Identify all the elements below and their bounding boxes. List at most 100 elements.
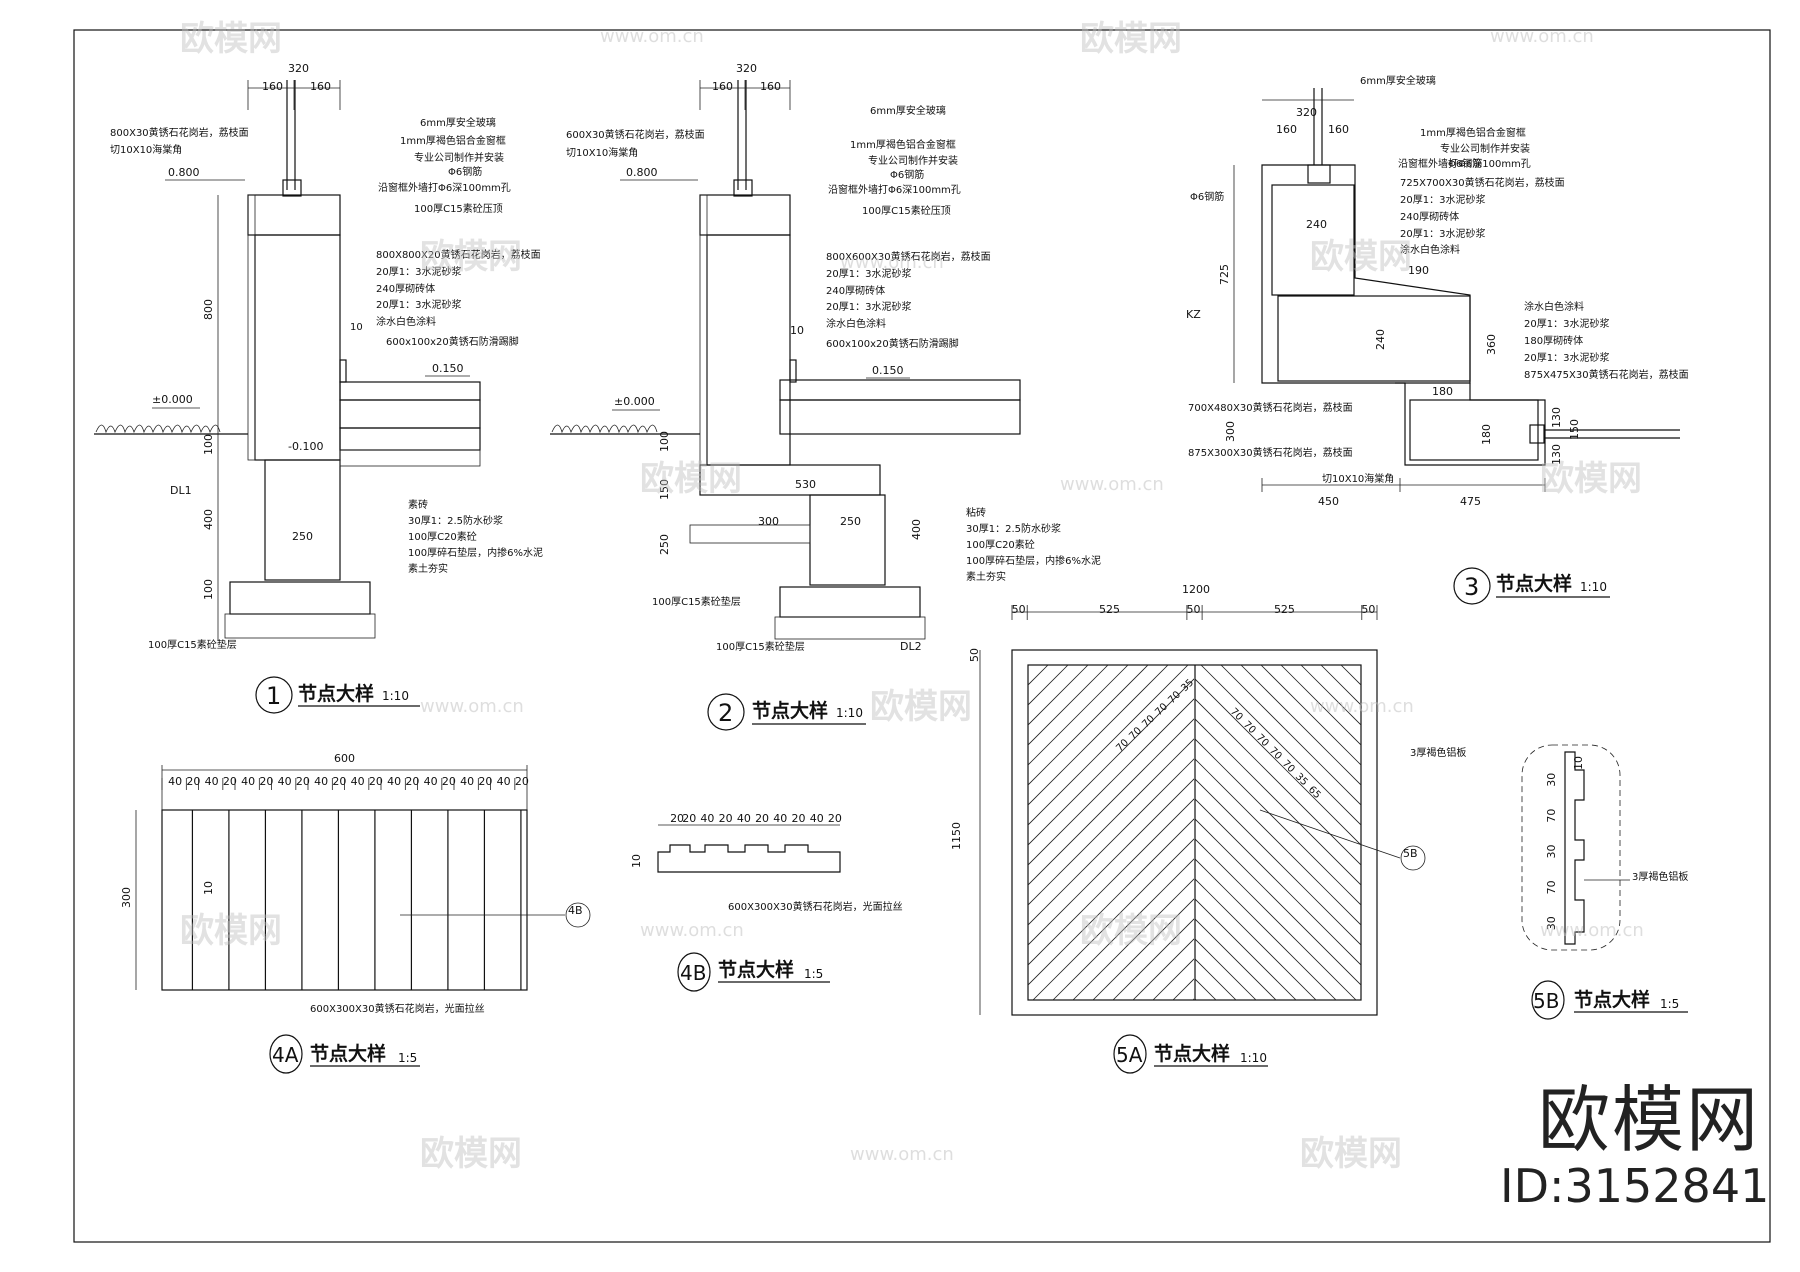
d1-dim-160a: 160 [262, 80, 283, 93]
d1-dim-100: 100 [202, 434, 215, 455]
d4b-module-label: 20 [670, 812, 684, 825]
d1-dim-320: 320 [288, 62, 309, 75]
d5a-strip-line [508, 665, 908, 1065]
watermark-brand: 欧模网 [1540, 459, 1642, 499]
watermark-layer: 欧模网 www.om.cn 欧模网 www.om.cn 欧模网 www.om.c… [180, 19, 1644, 1174]
d2-note-4: 专业公司制作并安装 [868, 154, 958, 167]
d5a-strip-line [1681, 665, 1800, 1065]
d5a-strip-line [1028, 758, 1194, 926]
d4a-module-label: 40 [314, 775, 328, 788]
d1-dim-250: 250 [292, 530, 313, 543]
d5a-strip-line [468, 665, 868, 1065]
d4a-module-label: 40 [278, 775, 292, 788]
d5b-top: 10 [1572, 756, 1585, 770]
d1-level-0000: ±0.000 [152, 393, 193, 406]
d5b-dim-label: 70 [1545, 809, 1558, 823]
d5a-strip-label: 70 [1267, 745, 1284, 762]
d5b-dim-label: 30 [1545, 916, 1558, 930]
sheet-frame [73, 29, 1771, 1243]
d1-note-9: 20厚1：3水泥砂浆 [376, 265, 461, 278]
d4b-title-no: 4B [680, 961, 706, 985]
brand-stamp: 欧模网 ID:3152841 [1500, 1078, 1769, 1212]
d5a-width-label: 50 [1361, 603, 1375, 616]
d5a-strip-line [1028, 665, 1189, 826]
d5a-strip-line [1220, 665, 1361, 806]
d1-title: 节点大样 [298, 682, 374, 705]
d5a-strip-line [1052, 858, 1194, 1000]
d1-note-3: 切10X10海棠角 [110, 143, 182, 156]
d2-note-7: 100厚C15素砼压顶 [862, 204, 951, 217]
d4a-module-label: 20 [223, 775, 237, 788]
d2-note-12: 涂水白色涂料 [826, 317, 886, 330]
d2-note-11: 20厚1：3水泥砂浆 [826, 300, 911, 313]
d5a-strip-line [1195, 678, 1361, 846]
watermark-brand: 欧模网 [420, 237, 522, 277]
watermark-site: www.om.cn [1490, 26, 1594, 47]
watermark-site: www.om.cn [1540, 920, 1644, 941]
watermark-brand: 欧模网 [1310, 237, 1412, 277]
watermark-brand: 欧模网 [180, 19, 282, 59]
d3-dim-725: 725 [1218, 264, 1231, 285]
d4a-total-width: 600 [334, 752, 355, 765]
d5a-strip-line [1195, 838, 1357, 1000]
d5a-strip-line [1360, 665, 1361, 666]
d2-dim-10: 10 [790, 324, 804, 337]
d5a-strip-line [1195, 698, 1361, 866]
d4a-module-label: 40 [424, 775, 438, 788]
d3-note-17: 875X300X30黄锈石花岗岩，荔枝面 [1188, 446, 1353, 459]
d5a-strip-line [1132, 938, 1194, 1000]
d2-dim-400: 400 [910, 519, 923, 540]
d5b-title-no: 5B [1533, 989, 1559, 1013]
d3-dim-240: 240 [1306, 218, 1327, 231]
d4a-height: 300 [120, 887, 133, 908]
d2-note-0: 6mm厚安全玻璃 [870, 104, 946, 117]
d1-note-19: 素土夯实 [408, 562, 448, 575]
watermark-brand: 欧模网 [870, 687, 972, 727]
d1-note-11: 20厚1：3水泥砂浆 [376, 298, 461, 311]
d5a-strip-label: 35 [1179, 677, 1196, 694]
d4b-title: 节点大样 [718, 958, 794, 981]
d2-title-no: 2 [718, 699, 733, 727]
d5a-strip-line [1195, 898, 1297, 1000]
d3-note-2: 专业公司制作并安装 [1440, 142, 1530, 155]
d2-note-3: 切10X10海棠角 [566, 146, 638, 159]
d4b-scale: 1:5 [804, 967, 823, 981]
d3-note-9: 涂水白色涂料 [1400, 243, 1460, 256]
d5a-strip-line [1195, 758, 1361, 926]
d5a-strip-line [1195, 718, 1361, 886]
d5a-strip-label: 70 [1254, 732, 1271, 749]
d3-tag-kz: KZ [1186, 308, 1201, 321]
d5a-strip-label: 70 [1140, 713, 1157, 730]
d5a-strip-line [1195, 738, 1361, 906]
d5a-strip-line [1028, 665, 1109, 746]
d2-dim-530: 530 [795, 478, 816, 491]
d5a-strip-line [1195, 798, 1361, 966]
d1-dim-800: 800 [202, 299, 215, 320]
watermark-brand: 欧模网 [640, 459, 742, 499]
d2-dim-320: 320 [736, 62, 757, 75]
d4b-module-label: 20 [755, 812, 769, 825]
d3-scale: 1:10 [1580, 580, 1607, 594]
d5a-strip-line [1195, 918, 1277, 1000]
d2-dim-150: 150 [658, 479, 671, 500]
d5a-strip-line [1148, 665, 1548, 1065]
d5b-dim-label: 70 [1545, 880, 1558, 894]
d4a-module-label: 20 [332, 775, 346, 788]
d4a-title-no: 4A [272, 1043, 299, 1067]
brand-name: 欧模网 [1537, 1078, 1760, 1162]
d4b-module-label: 40 [700, 812, 714, 825]
d5a-note: 3厚褐色铝板 [1410, 746, 1466, 759]
d3-dim-160b: 160 [1328, 123, 1349, 136]
d4a-module-label: 40 [168, 775, 182, 788]
d3-dim-130a: 130 [1550, 407, 1563, 428]
d3-note-8: 20厚1：3水泥砂浆 [1400, 227, 1485, 240]
d5a-strip-line [1701, 665, 1800, 1065]
d4a-note: 600X300X30黄锈石花岗岩，光面拉丝 [310, 1002, 485, 1015]
d4b-module-label: 20 [792, 812, 806, 825]
watermark-site: www.om.cn [640, 920, 744, 941]
d1-note-7: 100厚C15素砼压顶 [414, 202, 503, 215]
d3-note-11: 涂水白色涂料 [1524, 300, 1584, 313]
d2-dim-100: 100 [658, 431, 671, 452]
d3-dim-360: 360 [1485, 334, 1498, 355]
